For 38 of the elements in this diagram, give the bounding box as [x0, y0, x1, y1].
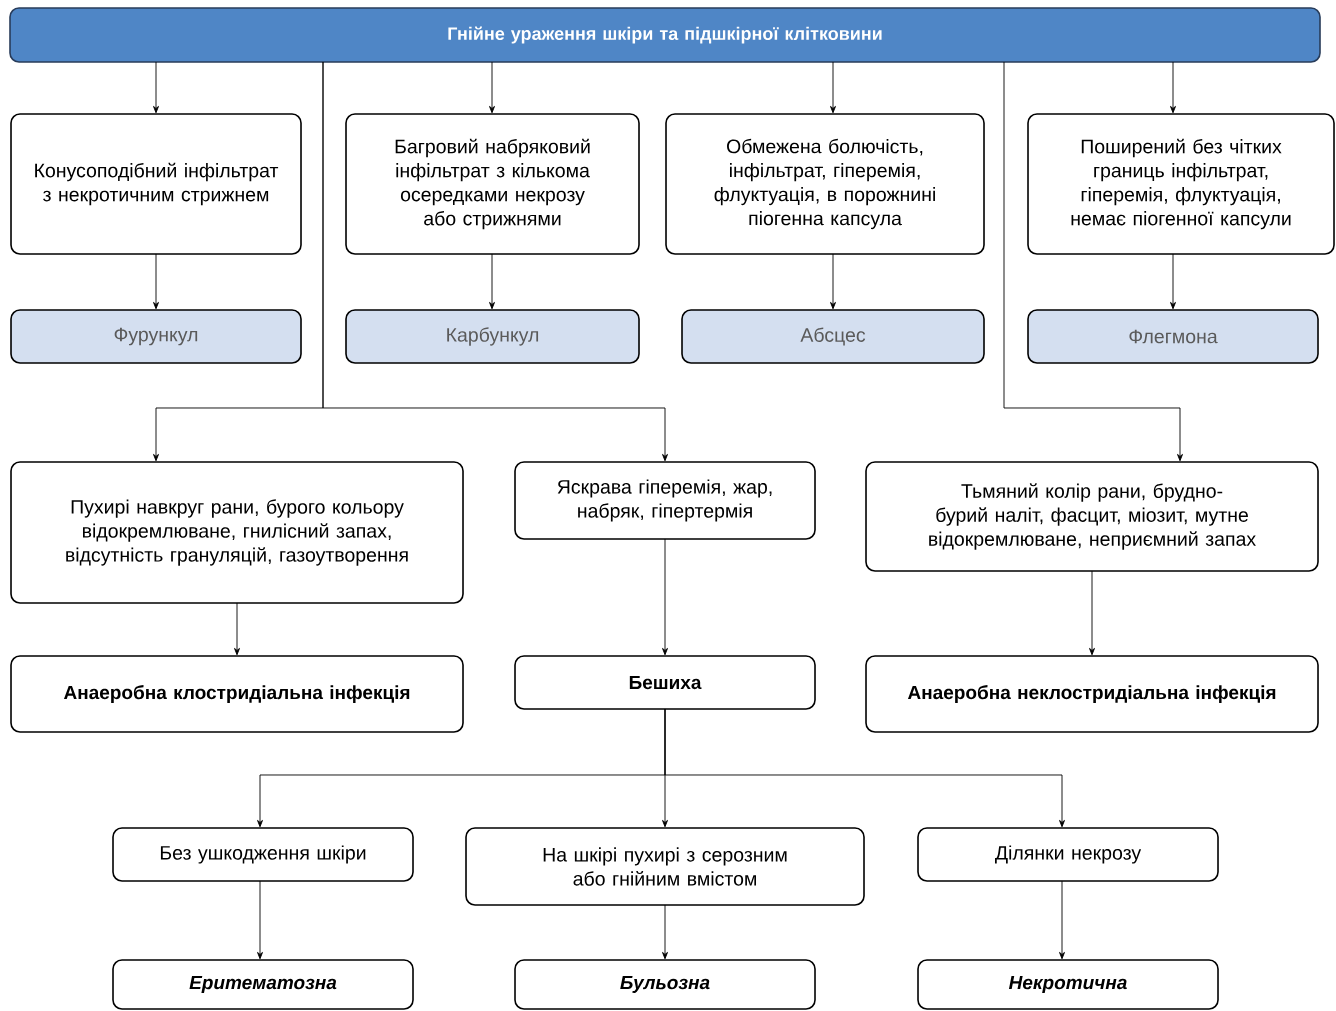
- arrow: [153, 253, 159, 310]
- form-box: Еритематозна: [112, 959, 414, 1010]
- arrow: [1089, 570, 1095, 656]
- description-box: Конусоподібний інфільтрат з некротичним стрижнем: [10, 113, 302, 255]
- title-bar: Гнійне ураження шкіри та підшкірної клітковини: [9, 7, 1321, 63]
- diagnosis-box: Карбункул: [345, 309, 640, 364]
- description-box: Ділянки некрозу: [917, 827, 1219, 882]
- description-box: Тьмяний колір рани, брудно-бурий наліт, фасцит, міозит, мутне відокремлюване, неприємний запах: [865, 461, 1319, 572]
- arrow: [153, 61, 159, 114]
- description-box: Пухирі навкруг рани, бурого кольору відокремлюване, гнилісний запах, відсутність грануляцій, газоутворення: [10, 461, 464, 604]
- arrow: [1003, 61, 1183, 462]
- form-box: Некротична: [917, 959, 1219, 1010]
- diagnosis-box: Фурункул: [10, 309, 302, 364]
- arrow: [257, 880, 263, 960]
- description-box: Поширений без чітких границь інфільтрат, гіперемія, флуктуація, немає піогенної капсули: [1027, 113, 1335, 255]
- diagnosis-box: Абсцес: [681, 309, 985, 364]
- arrow: [662, 904, 668, 960]
- description-box: Без ушкодження шкіри: [112, 827, 414, 882]
- arrow: [662, 538, 668, 656]
- description-box: Обмежена болючість, інфільтрат, гіперемія, флуктуація, в порожнині піогенна капсула: [665, 113, 985, 255]
- arrow: [830, 61, 836, 114]
- diagnosis-box: Анаеробна неклостридіальна інфекція: [865, 655, 1319, 733]
- description-box: На шкірі пухирі з серозним або гнійним вмістом: [465, 827, 865, 906]
- arrow: [322, 61, 668, 462]
- description-box: Яскрава гіперемія, жар, набряк, гіпертермія: [514, 461, 816, 540]
- arrow: [1170, 61, 1176, 114]
- arrow: [489, 61, 495, 114]
- form-box: Бульозна: [514, 959, 816, 1010]
- diagnosis-box: Бешиха: [514, 655, 816, 710]
- arrow: [489, 253, 495, 310]
- diagnosis-box: Флегмона: [1027, 309, 1319, 364]
- arrow: [830, 253, 836, 310]
- arrow: [664, 708, 1065, 828]
- arrow: [234, 602, 240, 656]
- description-box: Багровий набряковий інфільтрат з кількома осередками некрозу або стрижнями: [345, 113, 640, 255]
- arrow: [1059, 880, 1065, 960]
- arrow: [1170, 253, 1176, 310]
- diagnosis-box: Анаеробна клостридіальна інфекція: [10, 655, 464, 733]
